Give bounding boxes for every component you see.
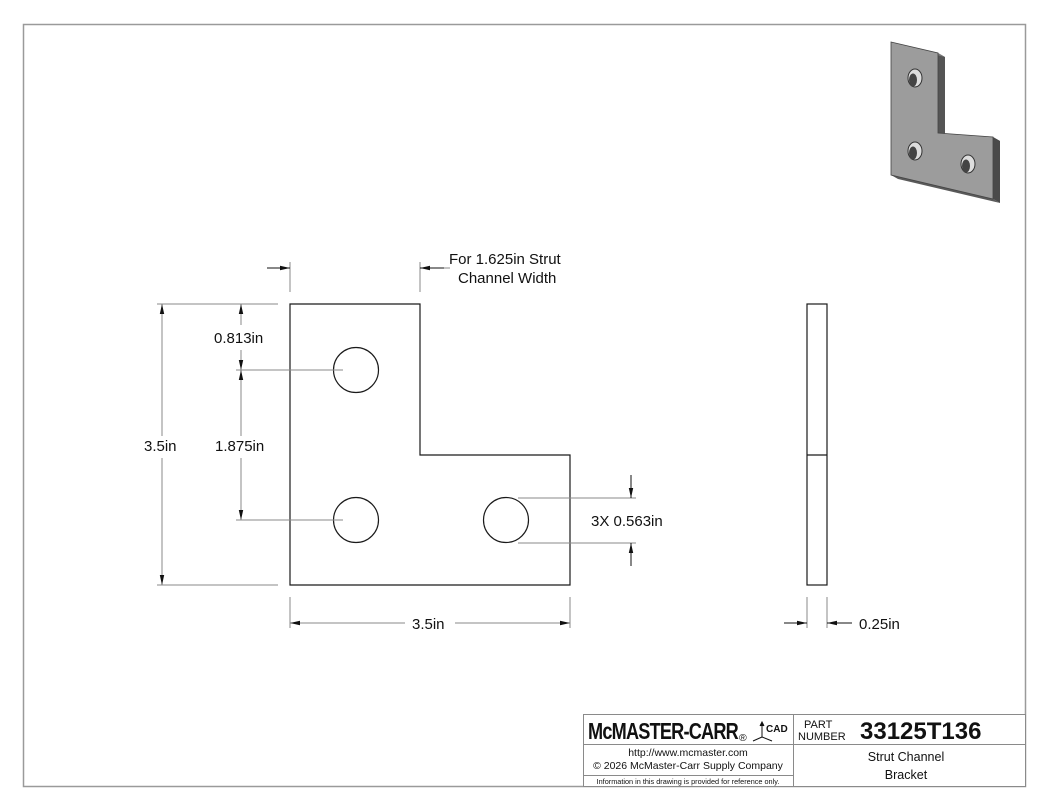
dim-hole-offset-top: 0.813in — [214, 330, 263, 347]
copyright-text: © 2026 McMaster-Carr Supply Company — [593, 760, 784, 772]
dim-width-overall: 3.5in — [412, 616, 445, 633]
cad-axes-icon — [752, 720, 773, 742]
disclaimer-text: Information in this drawing is provided … — [597, 777, 780, 786]
bracket-outline — [289, 303, 571, 586]
dim-height-overall: 3.5in — [144, 438, 177, 455]
dimensions-side — [784, 597, 852, 628]
url-text: http://www.mcmaster.com — [628, 747, 748, 759]
registered-mark: ® — [739, 732, 747, 744]
side-view — [806, 303, 828, 586]
cad-mark: CAD — [766, 724, 788, 735]
part-number-label-line2: NUMBER — [798, 731, 846, 743]
hole-bottom-right — [482, 496, 530, 544]
part-number: 33125T136 — [860, 718, 981, 745]
description-line2: Bracket — [885, 768, 928, 782]
dimensions-front — [157, 262, 636, 628]
note-strut-width-line1: For 1.625in Strut — [449, 251, 562, 268]
dim-thickness: 0.25in — [859, 616, 900, 633]
dim-hole-spacing: 1.875in — [215, 438, 264, 455]
isometric-view — [890, 41, 1000, 203]
mcmaster-carr-logo: McMASTER-CARR — [588, 718, 739, 744]
dim-hole-diameter: 3X 0.563in — [591, 513, 663, 530]
drawing-frame — [22, 23, 1027, 788]
note-strut-width-line2: Channel Width — [458, 270, 556, 287]
description-line1: Strut Channel — [868, 750, 944, 764]
part-number-label-line1: PART — [804, 719, 833, 731]
title-block: McMASTER-CARR ® CAD PART NUMBER 33125T13… — [583, 714, 1026, 787]
